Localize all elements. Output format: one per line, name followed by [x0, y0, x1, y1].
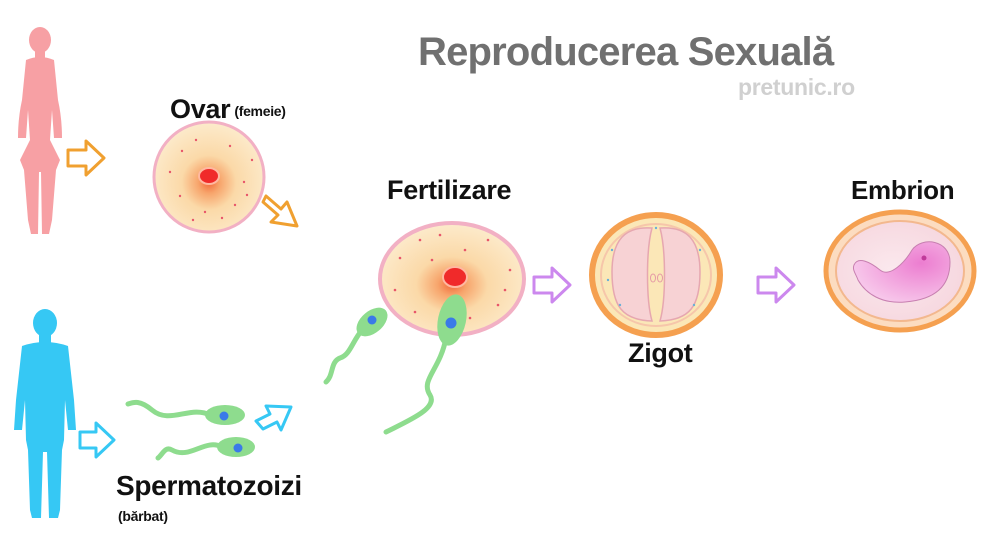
arrow-orange-2 — [261, 194, 299, 228]
sperm-1 — [125, 399, 245, 425]
label-spermatozoizi: Spermatozoizi — [116, 470, 302, 501]
label-spermatozoizi-note: (bărbat) — [118, 508, 168, 524]
sperm-3 — [323, 307, 388, 385]
label-embrion: Embrion — [851, 175, 955, 205]
female-silhouette — [18, 27, 62, 234]
label-ovar-note: (femeie) — [234, 103, 286, 119]
label-ovar-text: Ovar — [170, 94, 231, 124]
label-fertilizare: Fertilizare — [387, 175, 512, 205]
zygote — [589, 212, 723, 338]
embryo — [823, 209, 977, 333]
arrow-purple-1 — [532, 266, 572, 304]
arrow-blue-1 — [78, 421, 116, 459]
site-watermark: pretunic.ro — [738, 74, 855, 100]
label-zigot: Zigot — [628, 338, 693, 368]
arrow-purple-2 — [756, 266, 796, 304]
label-ovar: Ovar(femeie) — [170, 94, 286, 125]
arrow-blue-2 — [254, 404, 293, 432]
sperm-2 — [155, 437, 255, 461]
page-title: Reproducerea Sexuală — [418, 30, 834, 74]
male-silhouette — [14, 309, 76, 518]
arrow-orange-1 — [66, 139, 106, 177]
sperm-4 — [383, 294, 467, 435]
ovum — [152, 120, 266, 234]
